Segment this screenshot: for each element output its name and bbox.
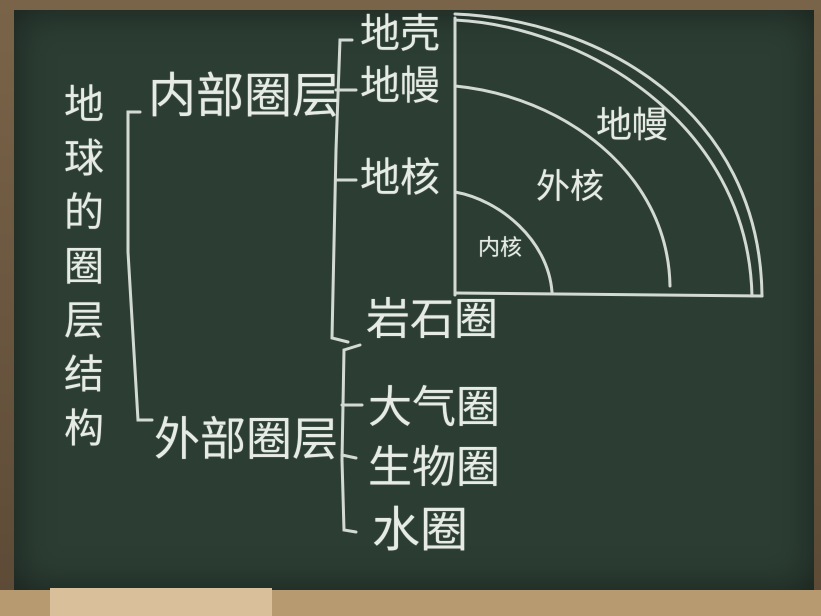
figure-axis-horizontal <box>453 291 764 298</box>
arc-moho <box>453 18 754 298</box>
arc-inner-core <box>453 190 554 294</box>
external-layer-hydrosphere: 水圈 <box>372 502 469 558</box>
figure-label-outer-core: 外核 <box>536 167 604 207</box>
figure-label-inner-core: 内核 <box>478 236 523 261</box>
external-layer-lithosphere: 岩石圈 <box>366 294 498 345</box>
internal-bracket <box>330 38 354 344</box>
internal-layer-crust: 地壳 <box>360 11 440 57</box>
internal-layer-mantle: 地幔 <box>360 63 440 109</box>
arc-mantle-core <box>453 84 672 288</box>
internal-layer-core: 地核 <box>360 155 440 201</box>
arc-crust <box>453 12 764 298</box>
external-bracket <box>340 343 362 534</box>
main-bracket <box>126 110 154 422</box>
external-layer-biosphere: 生物圈 <box>368 442 500 493</box>
external-layer-atmosphere: 大气圈 <box>368 382 500 433</box>
eraser <box>50 588 272 616</box>
internal-branch-label: 内部圈层 <box>148 68 341 124</box>
title-vertical: 地球的圈层结构 <box>64 82 110 452</box>
external-branch-label: 外部圈层 <box>154 412 338 466</box>
blackboard <box>14 10 814 590</box>
figure-label-mantle: 地幔 <box>596 105 669 146</box>
